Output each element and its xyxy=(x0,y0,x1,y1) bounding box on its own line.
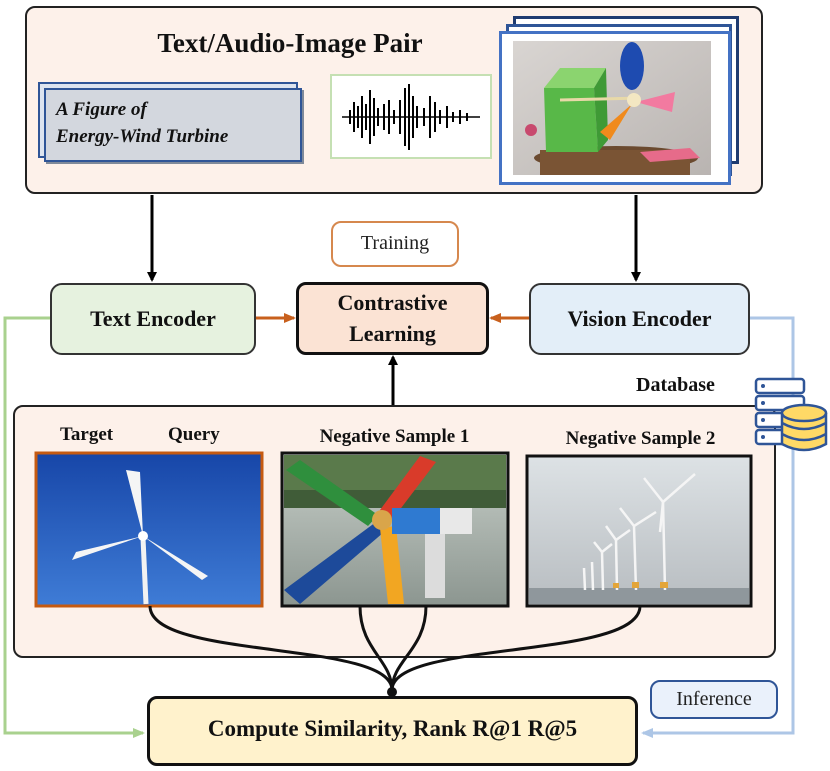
vision-encoder-box xyxy=(529,283,750,355)
compute-similarity-label: Compute Similarity, Rank R@1 R@5 xyxy=(207,716,578,741)
target-label: Target xyxy=(60,424,114,445)
audio-waveform-box xyxy=(330,74,492,159)
pair-image-frame xyxy=(499,31,731,185)
inference-tag xyxy=(650,680,778,719)
contrastive-learning-box xyxy=(296,282,489,355)
caption-text: A Figure of Energy-Wind Turbine xyxy=(56,96,296,150)
query-label: Query xyxy=(168,424,220,445)
contrastive-line-2: Learning xyxy=(349,321,436,346)
pair-panel-title: Text/Audio-Image Pair xyxy=(157,28,423,58)
vision-inference-line xyxy=(641,316,795,738)
compute-similarity-box xyxy=(147,696,638,766)
caption-line-1: A Figure of xyxy=(56,99,147,120)
contrastive-learning-label: Contrastive Learning xyxy=(296,287,489,349)
negative-sample-2-label: Negative Sample 2 xyxy=(565,428,716,449)
caption-card xyxy=(44,88,302,162)
caption-line-2: Energy-Wind Turbine xyxy=(56,126,229,147)
contrastive-line-1: Contrastive xyxy=(337,290,448,315)
inference-tag-label: Inference xyxy=(676,688,752,710)
text-inference-line xyxy=(3,316,145,738)
vision-encoder-label: Vision Encoder xyxy=(567,306,712,331)
negative-sample-1-label: Negative Sample 1 xyxy=(319,426,470,447)
training-tag-label: Training xyxy=(360,232,430,254)
text-encoder-box xyxy=(50,283,256,355)
training-tag xyxy=(331,221,459,267)
text-encoder-label: Text Encoder xyxy=(90,306,216,331)
database-label: Database xyxy=(636,374,715,396)
